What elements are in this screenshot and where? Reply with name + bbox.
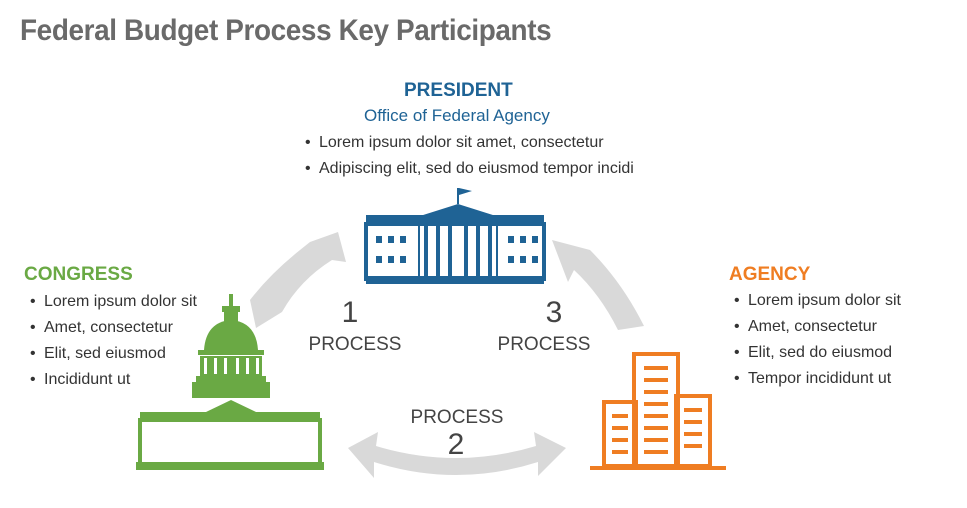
process-3-arrow bbox=[552, 240, 644, 330]
white-house-icon bbox=[364, 188, 546, 284]
list-item: Elit, sed do eiusmod bbox=[734, 340, 901, 366]
list-item: Lorem ipsum dolor sit bbox=[734, 288, 901, 314]
list-item: Amet, consectetur bbox=[30, 315, 197, 341]
president-heading: PRESIDENT bbox=[404, 80, 513, 101]
list-item: Tempor incididunt ut bbox=[734, 366, 901, 392]
congress-heading: CONGRESS bbox=[24, 264, 133, 285]
page-title: Federal Budget Process Key Participants bbox=[20, 14, 552, 47]
agency-heading: AGENCY bbox=[729, 264, 811, 285]
process-3-label: PROCESS bbox=[497, 334, 591, 355]
capitol-building-icon bbox=[136, 294, 324, 470]
list-item: Amet, consectetur bbox=[734, 314, 901, 340]
process-2-number: 2 bbox=[447, 428, 465, 461]
list-item: Lorem ipsum dolor sit bbox=[30, 289, 197, 315]
list-item: Lorem ipsum dolor sit amet, consectetur bbox=[305, 130, 634, 156]
process-1-arrow bbox=[250, 232, 346, 328]
office-building-icon bbox=[590, 352, 726, 470]
process-1-label: PROCESS bbox=[308, 334, 402, 355]
list-item: Adipiscing elit, sed do eiusmod tempor i… bbox=[305, 156, 634, 182]
congress-bullets: Lorem ipsum dolor sit Amet, consectetur … bbox=[30, 289, 197, 393]
agency-bullets: Lorem ipsum dolor sit Amet, consectetur … bbox=[734, 288, 901, 392]
process-1-number: 1 bbox=[341, 296, 359, 329]
process-2-arrow bbox=[348, 432, 566, 478]
president-bullets: Lorem ipsum dolor sit amet, consectetur … bbox=[305, 130, 634, 182]
office-building-windows bbox=[612, 366, 702, 454]
president-subheading: Office of Federal Agency bbox=[364, 106, 550, 125]
list-item: Incididunt ut bbox=[30, 367, 197, 393]
process-2-label: PROCESS bbox=[410, 407, 504, 428]
list-item: Elit, sed eiusmod bbox=[30, 341, 197, 367]
process-3-number: 3 bbox=[545, 296, 563, 329]
